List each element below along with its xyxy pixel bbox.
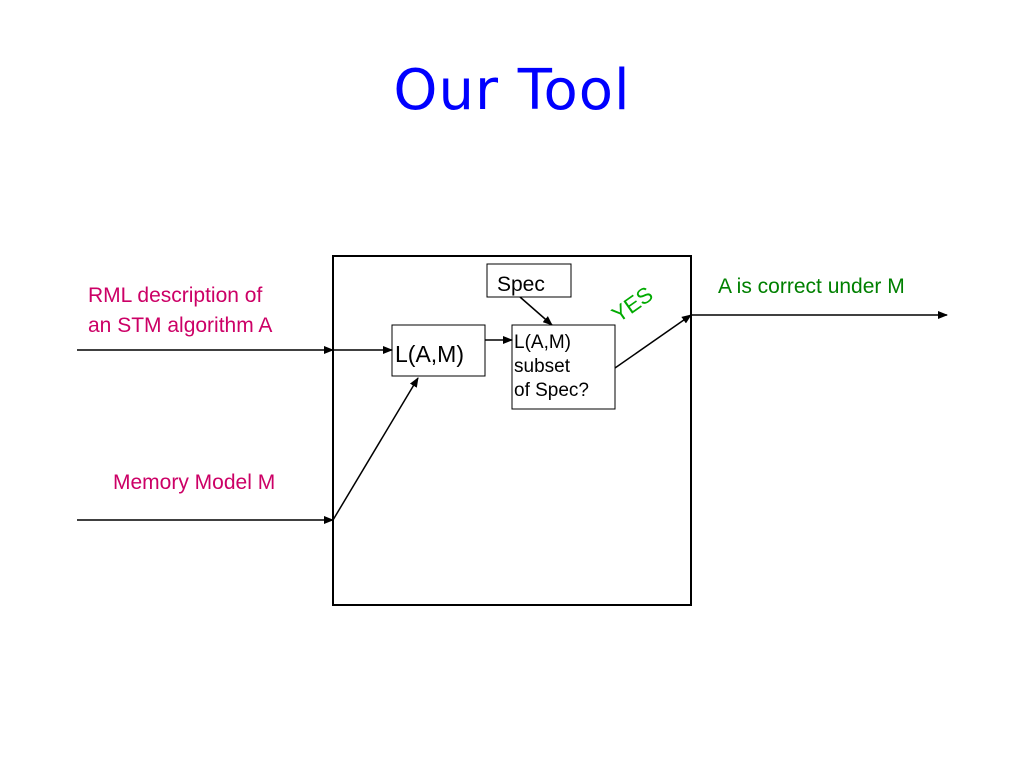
result-label: A is correct under M: [718, 275, 905, 298]
check-line3: of Spec?: [514, 380, 589, 401]
rml-label-line2: an STM algorithm A: [88, 314, 273, 337]
language-box: [391, 324, 486, 377]
yes-arrow: [614, 314, 692, 369]
memory-to-language-arrow: [332, 377, 419, 521]
rml-label-line1: RML description of: [88, 284, 263, 307]
subset-check-box: [511, 324, 616, 410]
spec-to-check-arrow: [519, 296, 553, 326]
spec-box: [486, 263, 572, 298]
check-line2: subset: [514, 356, 570, 377]
slide-title: Our Tool: [393, 58, 631, 123]
check-line1: L(A,M): [514, 332, 571, 353]
memory-model-label: Memory Model M: [113, 471, 276, 494]
spec-label: Spec: [497, 273, 545, 296]
language-label: L(A,M): [395, 341, 464, 367]
tool-box: [332, 255, 692, 606]
subset-check-label: L(A,M) subset of Spec?: [514, 331, 589, 403]
rml-description-label: RML description of an STM algorithm A: [88, 281, 272, 341]
